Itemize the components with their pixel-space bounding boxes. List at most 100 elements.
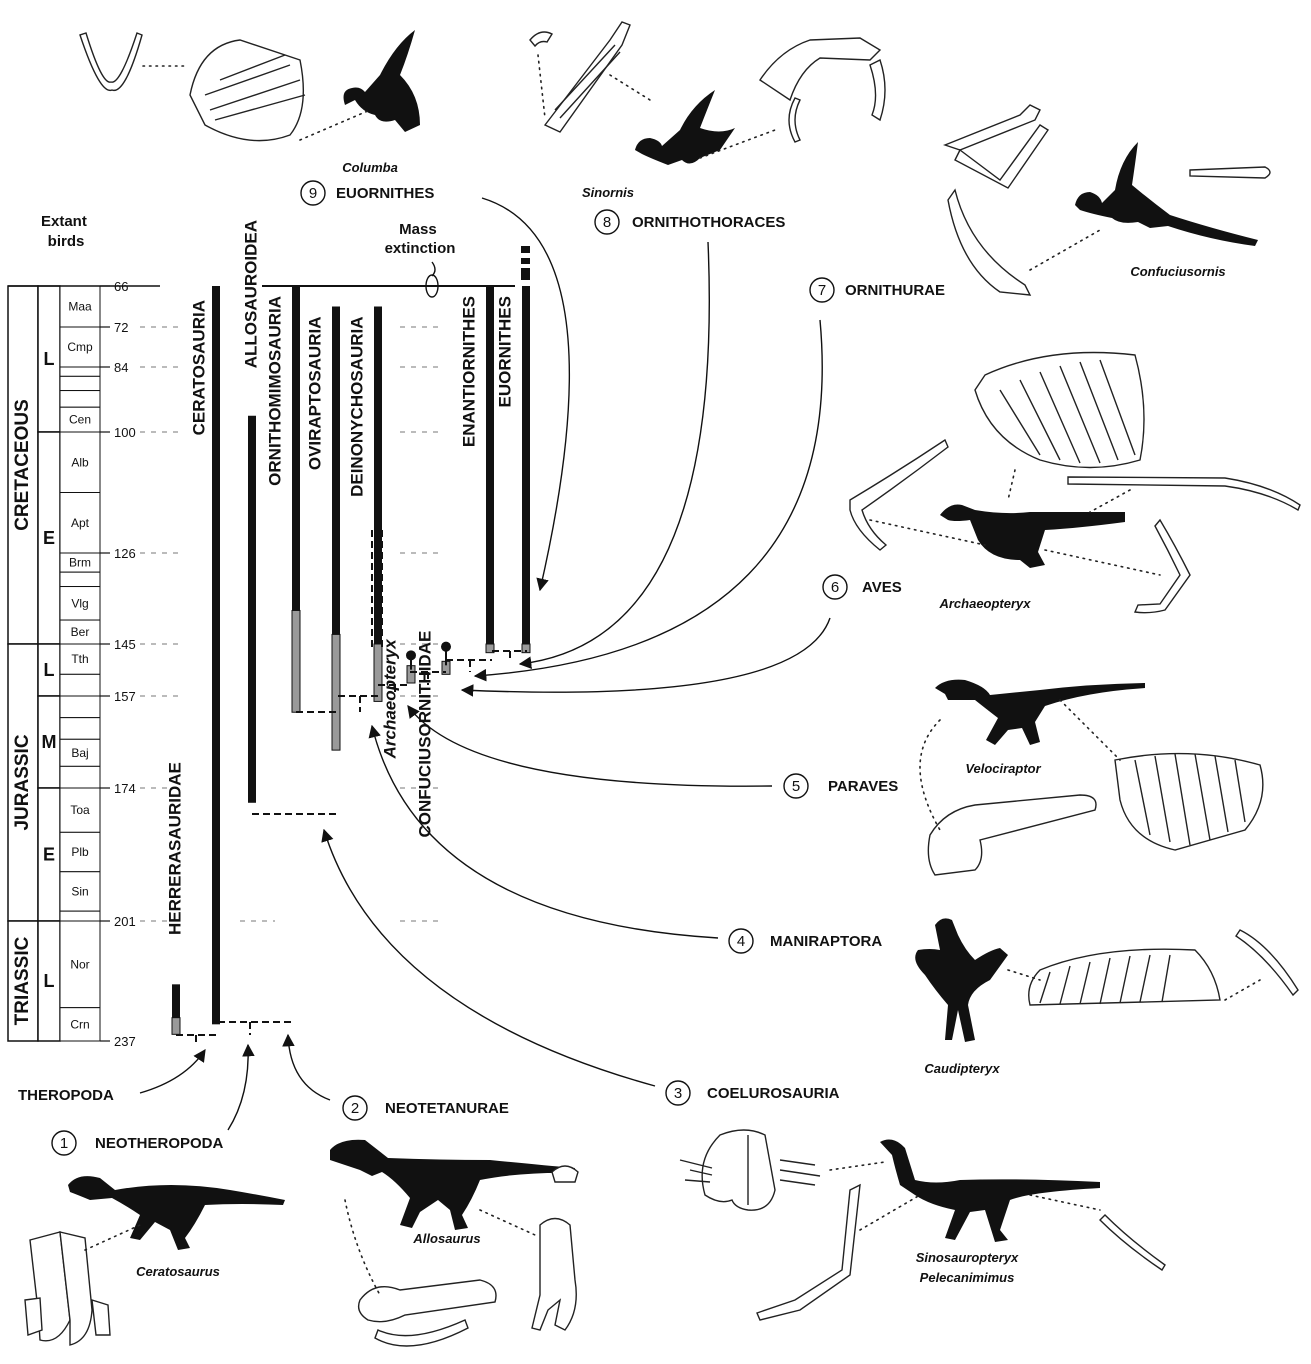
geologic-timescale: Extant birds CRETACEOUSJURASSICTRIASSIC … [8, 213, 515, 1049]
tail-vertebrae [1068, 477, 1300, 510]
arrow-paraves [408, 706, 772, 786]
confuciusornis-illustration: Confuciusornis [945, 105, 1270, 295]
stage-box [60, 391, 100, 408]
lineage-label: Archaeopteryx [380, 638, 399, 760]
lineage-label: CERATOSAURIA [189, 300, 208, 435]
epoch-label: M [42, 732, 57, 752]
velociraptor-illustration: Velociraptor [920, 680, 1263, 875]
taxon-label-confuciusornis: Confuciusornis [1130, 264, 1225, 279]
lineage-bar [332, 307, 340, 635]
clade-label-ornithurae: ORNITHURAE [845, 282, 945, 299]
forelimb-bones [757, 1185, 860, 1320]
stage-box [60, 376, 100, 390]
epoch-label: L [44, 349, 55, 369]
sternum-bone [190, 40, 303, 141]
stage-label: Alb [71, 455, 89, 469]
stage-label: Crn [70, 1017, 89, 1031]
lineage-label: CONFUCIUSORNITHIDAE [415, 631, 434, 838]
connector-ornithothoraces [446, 660, 492, 672]
taxon-label-allosaurus: Allosaurus [412, 1231, 480, 1246]
taxon-label-sinosauropteryx: Sinosauropteryx [916, 1250, 1019, 1265]
age-label: 157 [114, 689, 136, 704]
connector-maniraptora [338, 696, 378, 712]
stage-label: Baj [71, 746, 88, 760]
arrow-neotheropoda [228, 1045, 248, 1130]
ischium-bone [375, 1320, 468, 1346]
confuciusornis-silhouette [1075, 142, 1258, 246]
age-label: 201 [114, 914, 136, 929]
epoch-label: E [43, 528, 55, 548]
stage-label: Maa [68, 300, 92, 314]
clade-number-8: 8 [603, 214, 611, 231]
stage-label: Brm [69, 556, 91, 570]
age-label: 145 [114, 637, 136, 652]
lineage-label: DEINONYCHOSAURIA [347, 317, 366, 497]
lineage-bar [374, 307, 382, 645]
archaeopteryx-silhouette [940, 504, 1125, 568]
foot-bones [760, 38, 880, 100]
clade-label-ornithothoraces: ORNITHOTHORACES [632, 214, 785, 231]
clade-label-maniraptora: MANIRAPTORA [770, 933, 882, 950]
lineage-bar [486, 286, 494, 644]
lineage-ghost-range [292, 610, 300, 712]
feathered-forelimb [1029, 949, 1220, 1005]
lineage-ghost-range [172, 1018, 180, 1035]
age-label: 174 [114, 781, 136, 796]
taxon-label-pelecanimimus: Pelecanimimus [920, 1270, 1015, 1285]
stage-box [60, 367, 100, 376]
taxon-label-ceratosaurus: Ceratosaurus [136, 1264, 220, 1279]
clade-number-7: 7 [818, 282, 826, 299]
clade-label-aves: AVES [862, 579, 902, 596]
stage-label: Sin [71, 884, 88, 898]
wing-bones [545, 22, 630, 132]
age-label: 72 [114, 320, 128, 335]
sinornis-silhouette [635, 90, 735, 165]
period-label: JURASSIC [12, 734, 33, 830]
humerus-bone [359, 1280, 496, 1322]
taxon-label-sinornis: Sinornis [582, 185, 634, 200]
extant-birds-ticks [521, 246, 530, 280]
clade-number-1: 1 [60, 1135, 68, 1152]
epoch-label: L [44, 971, 55, 991]
stage-box [60, 572, 100, 586]
sinosauropteryx-silhouette [880, 1140, 1100, 1242]
clade-number-6: 6 [831, 579, 839, 596]
lineage-bar [522, 286, 530, 644]
sternal-plates [702, 1130, 775, 1210]
ceratosaurus-silhouette [68, 1176, 285, 1250]
lineage-label: ORNITHOMIMOSAURIA [265, 296, 284, 486]
caudipteryx-illustration: Caudipteryx [915, 918, 1298, 1076]
ceratosaurus-illustration: Ceratosaurus [25, 1176, 285, 1345]
taxon-label-caudipteryx: Caudipteryx [924, 1061, 1000, 1076]
lineage-ghost-range [332, 634, 340, 750]
lineage-label: OVIRAPTOSAURIA [305, 317, 324, 471]
clade-number-4: 4 [737, 933, 745, 950]
mass-extinction-label: Mass extinction [385, 221, 456, 257]
connector-theropoda [176, 1035, 218, 1044]
extant-birds-label: Extant birds [41, 213, 91, 250]
stage-box [60, 674, 100, 696]
stage-label: Plb [71, 845, 89, 859]
lineage-bar [172, 984, 180, 1017]
epoch-label: L [44, 660, 55, 680]
stage-label: Cen [69, 413, 91, 427]
pygostyle-bone [1190, 167, 1270, 178]
allosaurus-silhouette [330, 1140, 575, 1230]
lineage-label: EUORNITHES [495, 296, 514, 407]
age-label: 126 [114, 546, 136, 561]
taxon-label-archaeopteryx: Archaeopteryx [938, 596, 1031, 611]
stage-label: Vlg [71, 596, 88, 610]
stage-label: Cmp [67, 340, 93, 354]
period-label: CRETACEOUS [12, 399, 33, 531]
stage-label: Ber [71, 625, 90, 639]
taxon-label-columba: Columba [342, 160, 398, 175]
wing-skeleton [945, 105, 1040, 150]
clade-labels: THEROPODA 1 NEOTHEROPODA 2 NEOTETANURAE … [18, 181, 945, 1155]
age-label: 100 [114, 425, 136, 440]
clade-label-theropoda: THEROPODA [18, 1087, 114, 1104]
clade-number-5: 5 [792, 778, 800, 795]
arrow-ornithothoraces [520, 242, 709, 664]
clade-label-neotheropoda: NEOTHEROPODA [95, 1135, 224, 1152]
